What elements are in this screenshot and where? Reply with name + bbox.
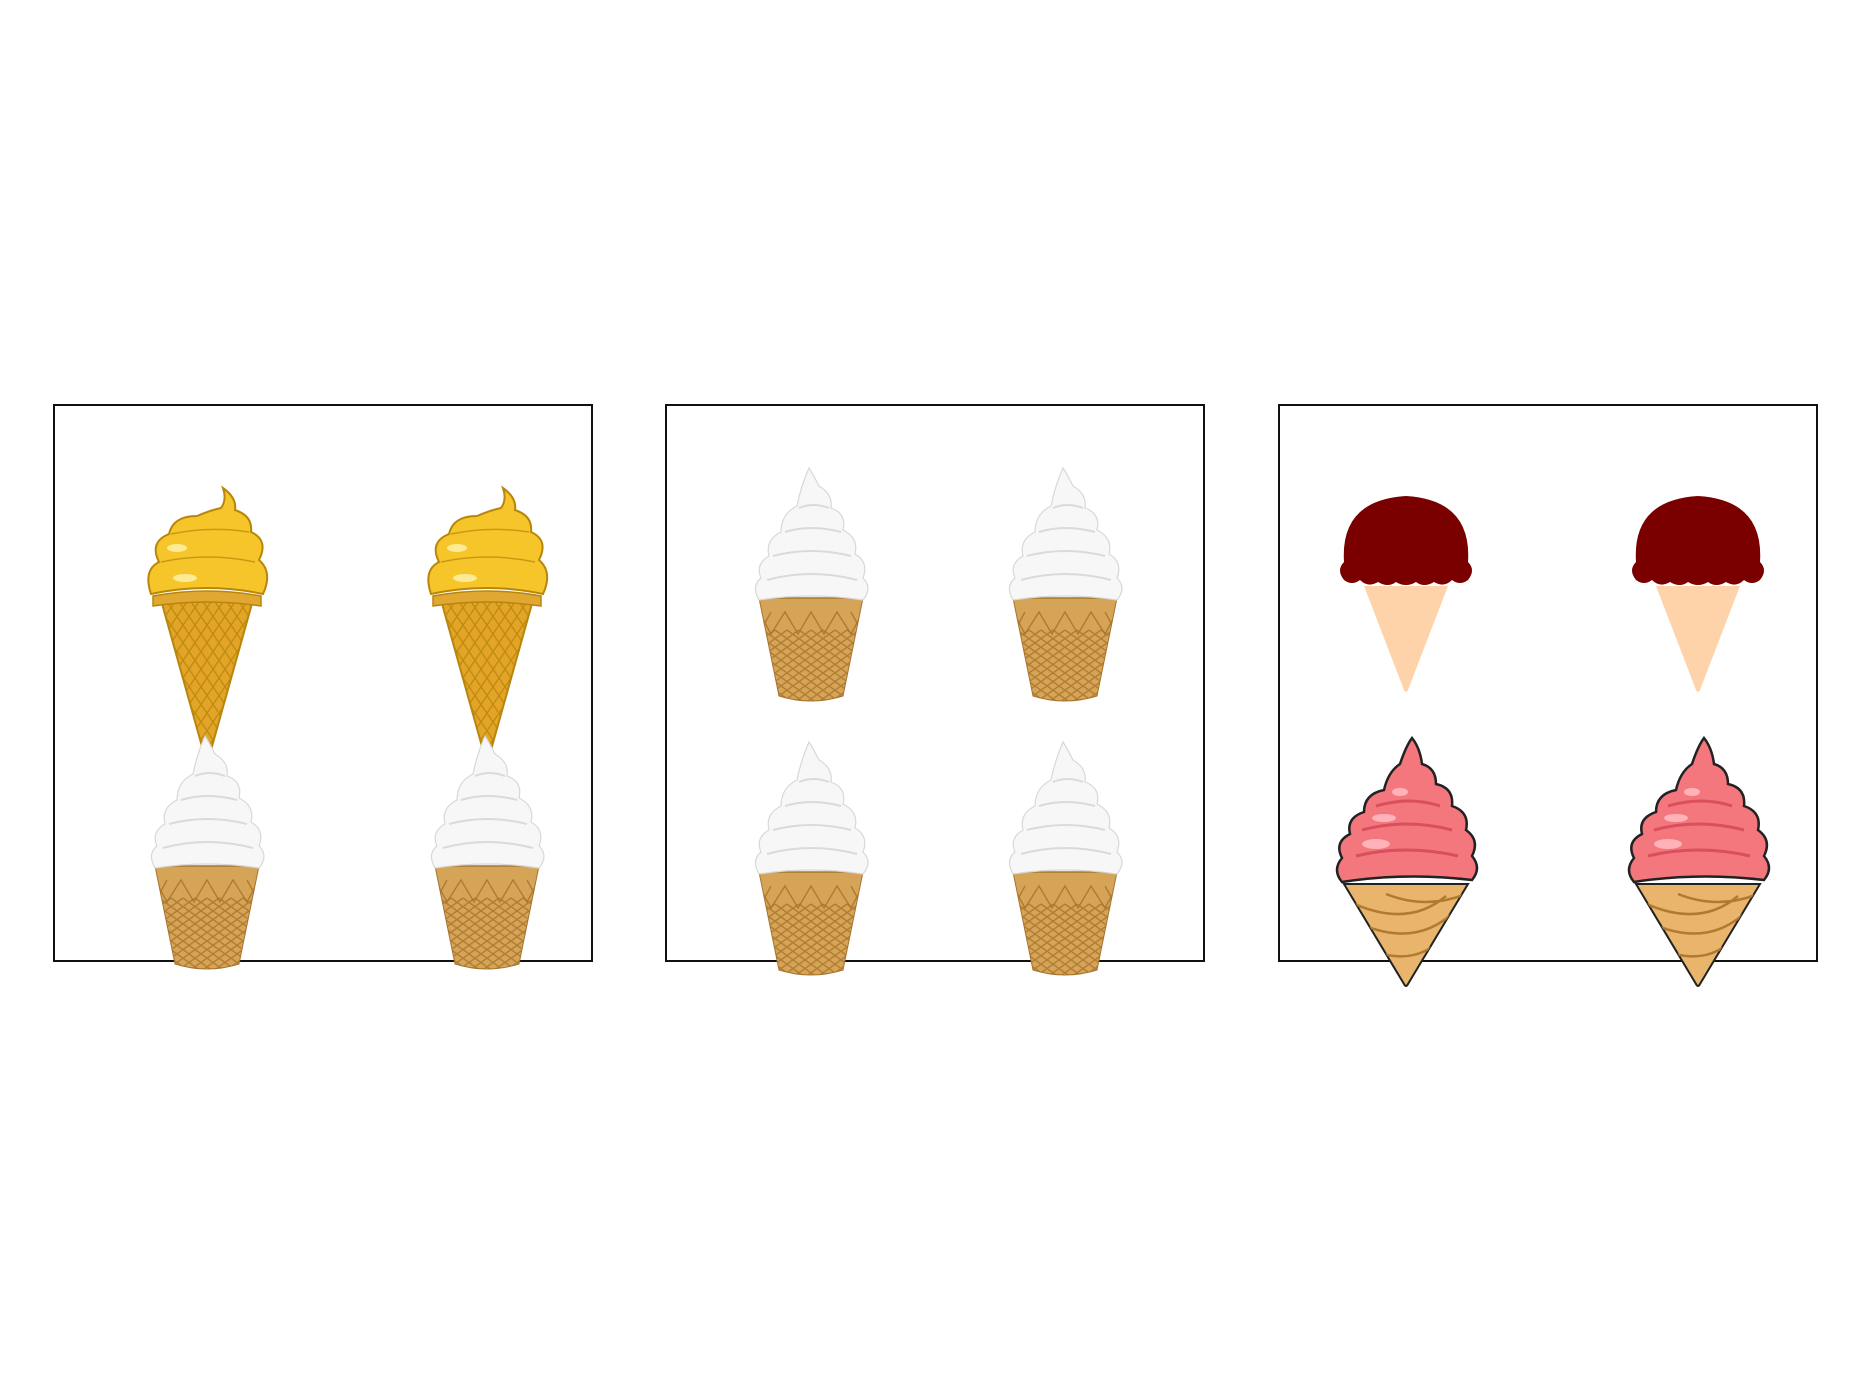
panel-2 (665, 404, 1205, 976)
panel-2-artwork (754, 466, 1123, 976)
panel-1 (53, 404, 593, 970)
white-soft-serve-cone-icon (1008, 466, 1123, 702)
dark-red-scoop-cone-icon (1340, 496, 1472, 692)
pink-swirl-cone-icon (1335, 735, 1479, 987)
panel-3-artwork (1335, 496, 1771, 987)
white-soft-serve-cone-icon (150, 734, 265, 970)
panel-1-artwork (147, 485, 549, 970)
yellow-swirl-cone-icon (427, 485, 549, 754)
white-soft-serve-cone-icon (754, 466, 869, 702)
white-soft-serve-cone-icon (1008, 740, 1123, 976)
pink-swirl-cone-icon (1627, 735, 1771, 987)
white-soft-serve-cone-icon (430, 734, 545, 970)
white-soft-serve-cone-icon (754, 740, 869, 976)
panel-3 (1278, 404, 1818, 987)
dark-red-scoop-cone-icon (1632, 496, 1764, 692)
yellow-swirl-cone-icon (147, 485, 269, 754)
